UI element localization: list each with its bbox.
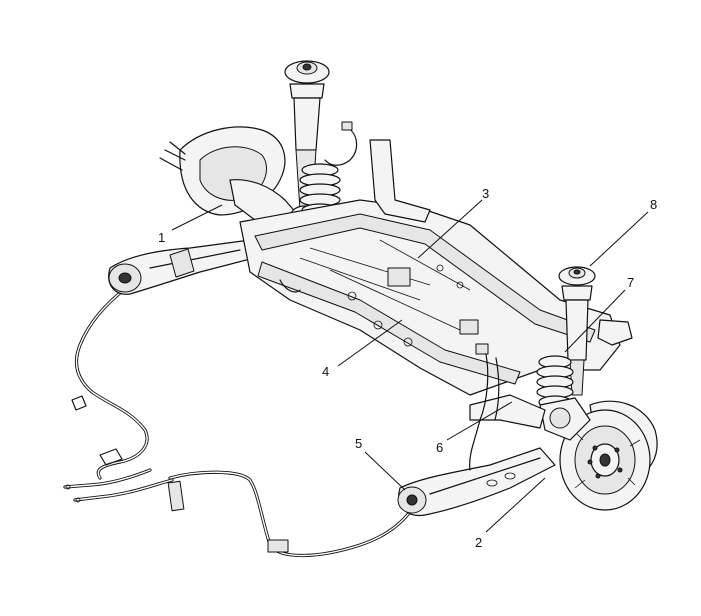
callout-2: 2 bbox=[475, 535, 482, 550]
right-brake-disc bbox=[559, 400, 658, 511]
parking-brake-cable bbox=[63, 283, 417, 558]
callout-6: 6 bbox=[436, 440, 443, 455]
leader-1 bbox=[171, 204, 223, 231]
callout-leaders bbox=[171, 199, 649, 533]
callout-8: 8 bbox=[650, 197, 657, 212]
callout-5: 5 bbox=[355, 436, 362, 451]
leader-4 bbox=[337, 319, 403, 367]
callout-4: 4 bbox=[322, 364, 329, 379]
leader-5 bbox=[364, 451, 406, 491]
right-knuckle-bushing bbox=[549, 407, 571, 429]
right-upper-bracket bbox=[597, 319, 633, 346]
callout-labels: 1 2 3 4 5 6 7 8 bbox=[158, 186, 657, 550]
left-knuckle-assembly bbox=[159, 126, 299, 226]
right-connector bbox=[475, 343, 489, 355]
callout-3: 3 bbox=[482, 186, 489, 201]
leader-3 bbox=[417, 199, 483, 259]
right-trailing-arm bbox=[469, 394, 546, 429]
right-lower-arm bbox=[397, 447, 556, 516]
leader-2 bbox=[485, 477, 546, 533]
right-wire-harness bbox=[469, 349, 489, 471]
callout-7: 7 bbox=[627, 275, 634, 290]
left-wire-harness bbox=[324, 127, 358, 166]
left-connector bbox=[341, 121, 353, 131]
leader-8 bbox=[589, 211, 649, 267]
left-lower-arm bbox=[108, 239, 263, 295]
leader-6 bbox=[446, 401, 513, 441]
leader-7 bbox=[564, 289, 626, 353]
callout-1: 1 bbox=[158, 230, 165, 245]
subframe-crossmember bbox=[239, 139, 621, 396]
